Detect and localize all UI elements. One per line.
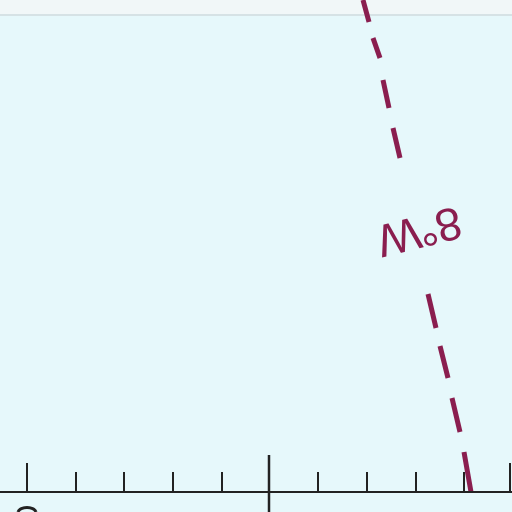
isogonic-dash bbox=[370, 37, 383, 59]
scale-bar bbox=[0, 455, 512, 512]
isogonic-dash bbox=[380, 79, 392, 109]
isogonic-line bbox=[360, 0, 474, 493]
isogonic-dash bbox=[390, 127, 403, 159]
isogonic-dash bbox=[437, 345, 451, 379]
isogonic-dash bbox=[449, 397, 463, 433]
top-margin-band bbox=[0, 0, 512, 16]
isogonic-dash bbox=[360, 0, 372, 23]
isogonic-dash bbox=[425, 293, 439, 329]
cropped-label-fragment bbox=[16, 506, 38, 512]
isogonic-dash bbox=[461, 451, 474, 493]
